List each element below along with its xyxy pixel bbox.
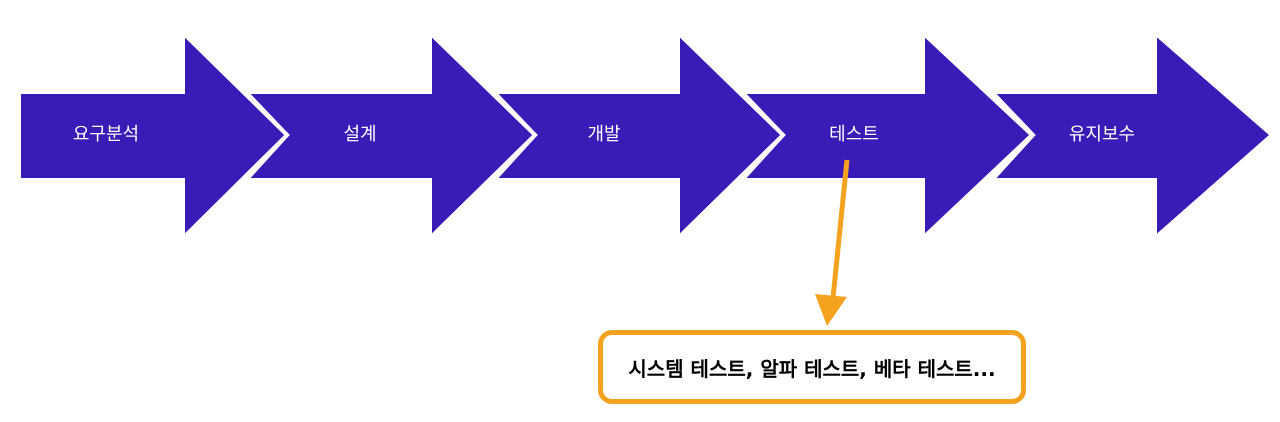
test-types-callout: 시스템 테스트, 알파 테스트, 베타 테스트... <box>598 330 1026 404</box>
callout-text: 시스템 테스트, 알파 테스트, 베타 테스트... <box>628 356 996 381</box>
stage-label-test: 테스트 <box>829 124 879 145</box>
stage-arrow-maintenance: 유지보수 <box>987 28 1276 243</box>
stage-label-development: 개발 <box>587 124 620 145</box>
stage-arrow-design: 설계 <box>241 28 538 243</box>
stage-arrow-development: 개발 <box>489 28 786 243</box>
stage-label-maintenance: 유지보수 <box>1069 124 1135 145</box>
stage-label-requirements-analysis: 요구분석 <box>73 124 139 145</box>
callout-pointer-arrow <box>815 159 850 326</box>
stage-arrow-test: 테스트 <box>737 28 1035 243</box>
stage-arrow-requirements-analysis: 요구분석 <box>17 28 290 243</box>
stage-label-design: 설계 <box>343 124 376 145</box>
